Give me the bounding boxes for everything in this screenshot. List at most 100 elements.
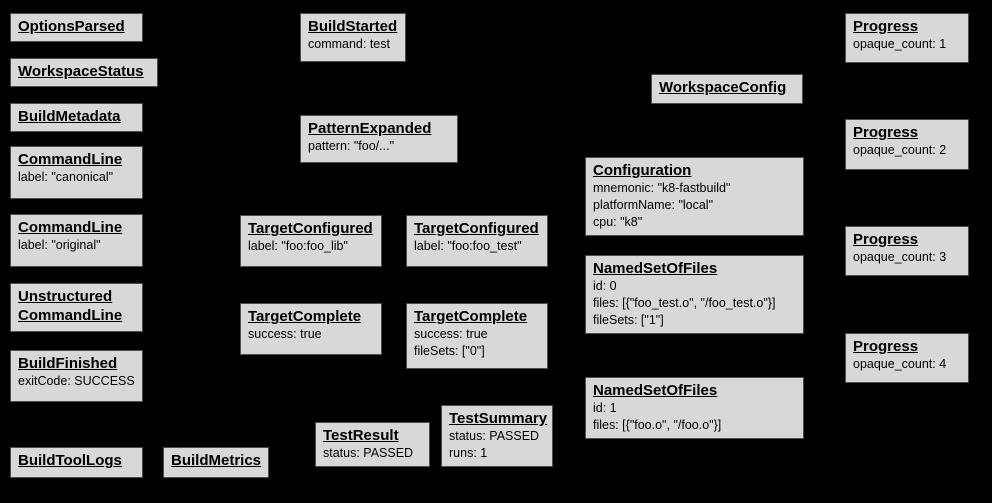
event-node-target-configured-lib: TargetConfigured label: "foo:foo_lib" xyxy=(240,215,382,267)
event-title: CommandLine xyxy=(18,150,135,169)
event-node-build-finished: BuildFinished exitCode: SUCCESS xyxy=(10,350,143,402)
event-node-build-tool-logs: BuildToolLogs xyxy=(10,447,143,478)
event-title-line: Configuration xyxy=(593,162,692,179)
event-title-line: BuildStarted xyxy=(308,18,398,35)
event-node-workspace-config: WorkspaceConfig xyxy=(651,74,803,104)
event-fields: status: PASSED runs: 1 xyxy=(449,428,545,462)
event-node-build-started: BuildStarted command: test xyxy=(300,13,406,62)
event-title: BuildStarted xyxy=(308,17,398,36)
event-fields: opaque_count: 3 xyxy=(853,249,961,266)
event-title-line: Progress xyxy=(853,231,919,248)
event-field: files: [{"foo_test.o", "/foo_test.o"}] xyxy=(593,296,776,310)
event-title: BuildMetrics xyxy=(171,451,261,470)
event-field: fileSets: ["1"] xyxy=(593,313,664,327)
event-title: BuildFinished xyxy=(18,354,135,373)
event-node-workspace-status: WorkspaceStatus xyxy=(10,58,158,87)
event-node-command-line-canonical: CommandLine label: "canonical" xyxy=(10,146,143,199)
event-fields: opaque_count: 1 xyxy=(853,36,961,53)
event-fields: label: "original" xyxy=(18,237,135,254)
event-node-target-configured-test: TargetConfigured label: "foo:foo_test" xyxy=(406,215,548,267)
event-title-line: BuildMetadata xyxy=(18,108,121,125)
event-title: WorkspaceStatus xyxy=(18,62,150,81)
event-title: PatternExpanded xyxy=(308,119,450,138)
event-title: TargetConfigured xyxy=(414,219,540,238)
event-field: label: "canonical" xyxy=(18,170,114,184)
event-fields: label: "foo:foo_lib" xyxy=(248,238,374,255)
event-title-line: Progress xyxy=(853,124,919,141)
event-field: mnemonic: "k8-fastbuild" xyxy=(593,181,731,195)
event-title-line: CommandLine xyxy=(18,151,123,168)
event-fields: label: "foo:foo_test" xyxy=(414,238,540,255)
event-fields: opaque_count: 2 xyxy=(853,142,961,159)
event-title: TargetConfigured xyxy=(248,219,374,238)
event-title-line: BuildToolLogs xyxy=(18,452,122,469)
event-field: opaque_count: 2 xyxy=(853,143,947,157)
event-field: exitCode: SUCCESS xyxy=(18,374,135,388)
event-fields: exitCode: SUCCESS xyxy=(18,373,135,390)
event-title-line: Progress xyxy=(853,18,919,35)
event-title: TestResult xyxy=(323,426,422,445)
event-title-line: Progress xyxy=(853,338,919,355)
event-node-command-line-original: CommandLine label: "original" xyxy=(10,214,143,267)
event-field: pattern: "foo/..." xyxy=(308,139,395,153)
event-title: BuildMetadata xyxy=(18,107,135,126)
event-node-progress-4: Progress opaque_count: 4 xyxy=(845,333,969,383)
event-fields: success: true xyxy=(248,326,374,343)
event-fields: label: "canonical" xyxy=(18,169,135,186)
event-title: TestSummary xyxy=(449,409,547,428)
event-node-target-complete-lib: TargetComplete success: true xyxy=(240,303,382,355)
event-title-line: TargetConfigured xyxy=(414,220,539,237)
event-title-line: OptionsParsed xyxy=(18,18,125,35)
event-title: Progress xyxy=(853,123,961,142)
event-node-build-metrics: BuildMetrics xyxy=(163,447,269,478)
event-title-line: BuildFinished xyxy=(18,355,118,372)
event-title-line: NamedSetOfFiles xyxy=(593,260,718,277)
event-title: BuildToolLogs xyxy=(18,451,135,470)
event-title: OptionsParsed xyxy=(18,17,135,36)
event-title: NamedSetOfFiles xyxy=(593,259,796,278)
event-field: id: 1 xyxy=(593,401,617,415)
event-field: opaque_count: 1 xyxy=(853,37,947,51)
event-title-line: CommandLine xyxy=(18,307,123,324)
event-title-line: TargetConfigured xyxy=(248,220,373,237)
event-title-line: PatternExpanded xyxy=(308,120,432,137)
event-node-progress-3: Progress opaque_count: 3 xyxy=(845,226,969,276)
event-field: success: true xyxy=(248,327,322,341)
event-field: status: PASSED xyxy=(449,429,540,443)
event-field: fileSets: ["0"] xyxy=(414,344,485,358)
event-title-line: NamedSetOfFiles xyxy=(593,382,718,399)
event-field: files: [{"foo.o", "/foo.o"}] xyxy=(593,418,722,432)
event-node-pattern-expanded: PatternExpanded pattern: "foo/..." xyxy=(300,115,458,163)
event-title-line: BuildMetrics xyxy=(171,452,262,469)
event-title: Progress xyxy=(853,337,961,356)
event-field: platformName: "local" xyxy=(593,198,714,212)
event-title-line: TargetComplete xyxy=(248,308,362,325)
event-title-line: WorkspaceConfig xyxy=(659,79,787,96)
event-node-progress-1: Progress opaque_count: 1 xyxy=(845,13,969,63)
event-fields: status: PASSED xyxy=(323,445,422,462)
event-field: opaque_count: 4 xyxy=(853,357,947,371)
event-fields: pattern: "foo/..." xyxy=(308,138,450,155)
event-title-line: TestResult xyxy=(323,427,399,444)
event-field: opaque_count: 3 xyxy=(853,250,947,264)
event-fields: id: 0 files: [{"foo_test.o", "/foo_test.o… xyxy=(593,278,796,329)
event-title-line: Unstructured xyxy=(18,288,113,305)
event-title: NamedSetOfFiles xyxy=(593,381,796,400)
event-field: runs: 1 xyxy=(449,446,488,460)
event-field: status: PASSED xyxy=(323,446,414,460)
event-node-test-summary: TestSummary status: PASSED runs: 1 xyxy=(441,405,553,467)
event-title-line: TargetComplete xyxy=(414,308,528,325)
event-title: TargetComplete xyxy=(414,307,540,326)
event-title: CommandLine xyxy=(18,218,135,237)
event-field: label: "original" xyxy=(18,238,101,252)
event-fields: opaque_count: 4 xyxy=(853,356,961,373)
event-node-build-metadata: BuildMetadata xyxy=(10,103,143,132)
event-field: id: 0 xyxy=(593,279,617,293)
event-title: Progress xyxy=(853,230,961,249)
event-fields: mnemonic: "k8-fastbuild" platformName: "l… xyxy=(593,180,796,231)
event-title: Configuration xyxy=(593,161,796,180)
